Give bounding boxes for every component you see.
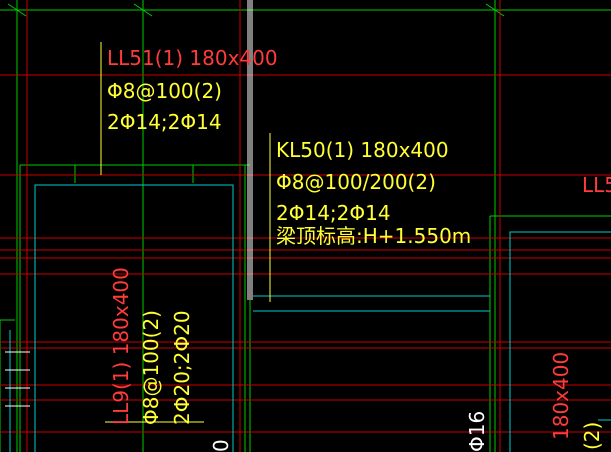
ll9-bars: 2Φ20;2Φ20	[170, 310, 194, 425]
edge-size-right: 180x400	[549, 352, 573, 440]
kl50-stirrup: Φ8@100/200(2)	[276, 170, 436, 194]
kl50-name: KL50(1) 180x400	[276, 138, 449, 162]
kl50-elevation: 梁顶标高:H+1.550m	[276, 224, 471, 248]
ll51-name: LL51(1) 180x400	[107, 46, 278, 70]
axis-ticks	[7, 3, 505, 17]
kl50-bars: 2Φ14;2Φ14	[276, 201, 391, 225]
edge-bar-phi16: Φ16	[465, 411, 489, 452]
section-marks	[5, 0, 253, 407]
edge-stirrup-right: (2)	[580, 422, 604, 450]
ll51-bars: 2Φ14;2Φ14	[107, 110, 222, 134]
wall-outlines	[9, 184, 611, 452]
annotation-ll9[interactable]: LL9(1) 180x400 Φ8@100(2) 2Φ20;2Φ20	[109, 267, 194, 425]
ll51-stirrup: Φ8@100(2)	[107, 79, 222, 103]
ll9-stirrup: Φ8@100(2)	[139, 310, 163, 425]
leader-lines	[100, 42, 271, 423]
annotation-ll51[interactable]: LL51(1) 180x400 Φ8@100(2) 2Φ14;2Φ14	[107, 46, 278, 134]
edge-zero: 0	[209, 439, 233, 452]
ll9-name: LL9(1) 180x400	[109, 267, 133, 425]
edge-label-ll5: LL5	[582, 173, 611, 197]
annotation-kl50[interactable]: KL50(1) 180x400 Φ8@100/200(2) 2Φ14;2Φ14 …	[276, 138, 471, 248]
